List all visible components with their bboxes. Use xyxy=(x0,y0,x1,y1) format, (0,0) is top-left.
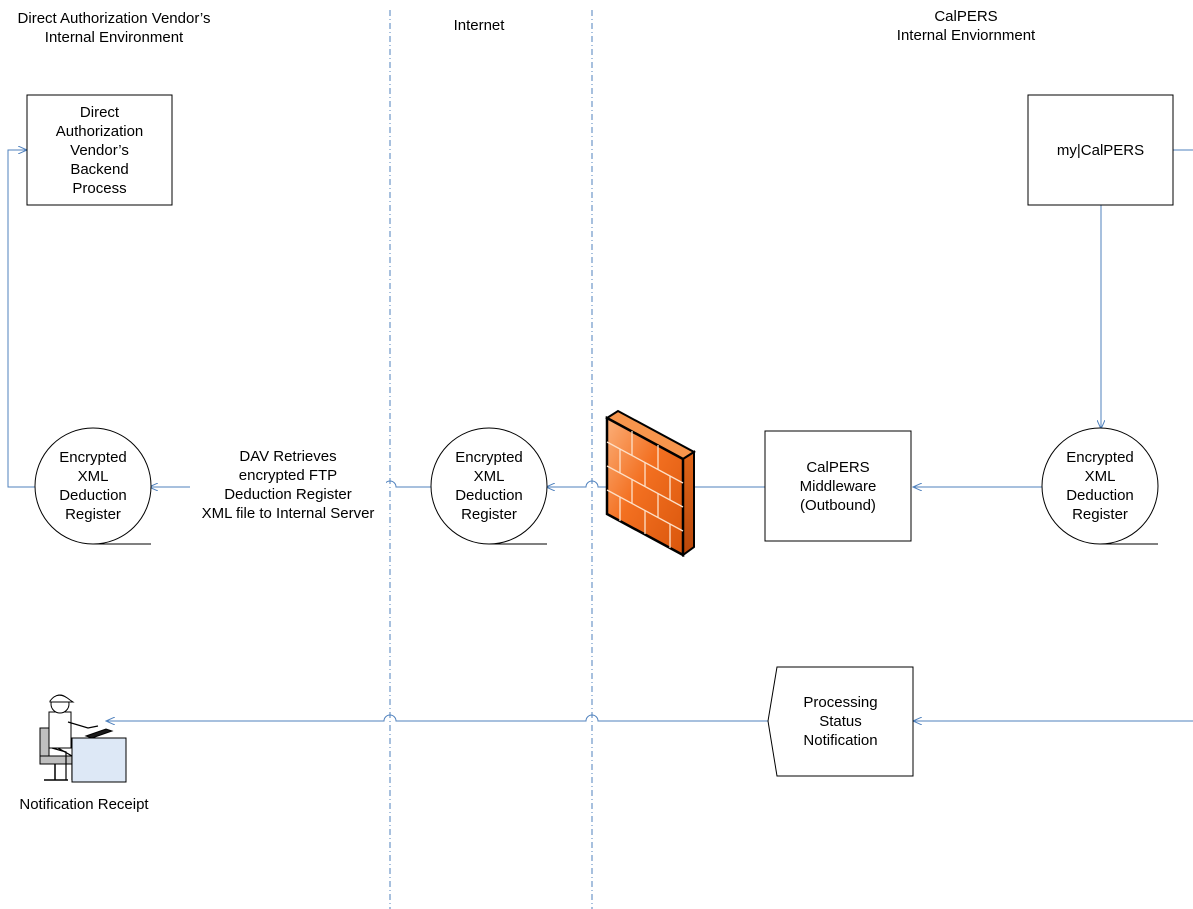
notification-receipt-label: Notification Receipt xyxy=(19,796,149,813)
calpers-register-label: Encrypted XML Deduction Register xyxy=(1066,449,1134,523)
internet-register-label: Encrypted XML Deduction Register xyxy=(455,449,523,523)
zone-title-calpers: CalPERS Internal Enviornment xyxy=(896,8,1036,44)
vendor-register-label: Encrypted XML Deduction Register xyxy=(59,449,127,523)
middleware-box xyxy=(764,430,912,542)
connector-register-to-backend xyxy=(7,150,36,488)
middleware-label: CalPERS Middleware (Outbound) xyxy=(799,458,877,514)
notification-shape xyxy=(767,666,914,777)
mycalpers-label: my|CalPERS xyxy=(1056,141,1145,159)
zone-title-vendor: Direct Authorization Vendor’s Internal E… xyxy=(17,10,211,46)
calpers-register-tape xyxy=(1041,427,1159,545)
connector-notification-to-receipt xyxy=(106,714,768,721)
vendor-register-tape xyxy=(34,427,152,545)
notification-label: Processing Status Notification xyxy=(803,694,878,749)
vendor-backend-label: Direct Authorization Vendor’s Backend Pr… xyxy=(55,103,144,197)
connector-middleware-to-internet-register xyxy=(546,480,765,487)
person-at-computer-icon xyxy=(39,694,127,783)
dav-retrieves-label: DAV Retrieves encrypted FTP Deduction Re… xyxy=(190,446,386,524)
vendor-backend-box xyxy=(26,94,173,206)
zone-title-internet: Internet xyxy=(453,17,505,34)
internet-register-tape xyxy=(430,427,548,545)
mycalpers-box xyxy=(1027,94,1174,206)
firewall-icon xyxy=(605,409,696,558)
